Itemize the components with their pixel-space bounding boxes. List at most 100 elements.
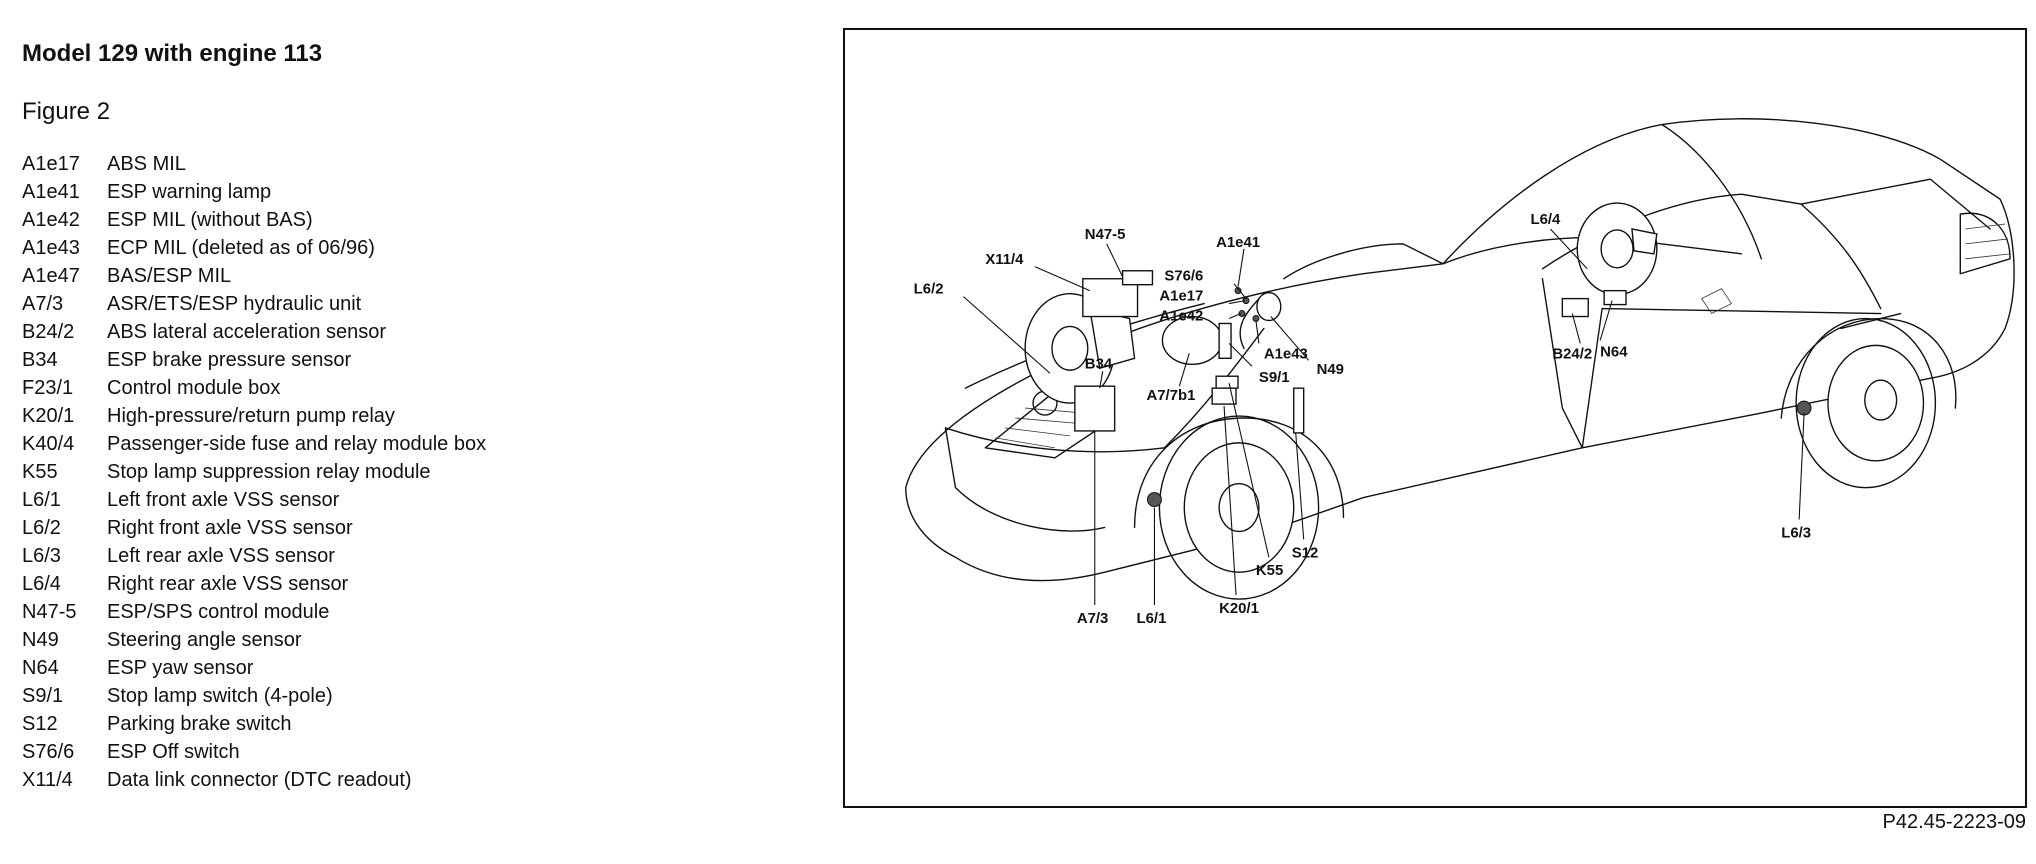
- legend-description: Left rear axle VSS sensor: [107, 545, 335, 567]
- legend-description: ESP Off switch: [107, 741, 240, 763]
- legend-code: F23/1: [22, 377, 74, 399]
- legend-code: A1e43: [22, 237, 80, 259]
- legend-description: High-pressure/return pump relay: [107, 405, 395, 427]
- car-diagram: N47-5 X11/4 L6/2 A1e41 S76/6 A1e17 A1e42…: [905, 118, 2015, 627]
- legend-item: F23/1 Control module box: [22, 374, 822, 402]
- legend-description: ABS MIL: [107, 153, 186, 175]
- legend-code: N49: [22, 629, 59, 651]
- label-k55: K55: [1256, 562, 1283, 579]
- a1e41-lamp-part: [1234, 287, 1242, 295]
- legend-code: K55: [22, 461, 58, 483]
- n64-sensor-part: [1603, 289, 1627, 306]
- legend-description: Data link connector (DTC readout): [107, 769, 412, 791]
- legend-item: A7/3 ASR/ETS/ESP hydraulic unit: [22, 290, 822, 318]
- legend-item: N47-5 ESP/SPS control module: [22, 598, 822, 626]
- legend-code: A1e41: [22, 181, 80, 203]
- label-x11-4: X11/4: [985, 251, 1024, 268]
- legend-code: B24/2: [22, 321, 75, 343]
- legend-description: BAS/ESP MIL: [107, 265, 232, 287]
- rear-right-rotor: [1576, 202, 1658, 296]
- label-a1e17: A1e17: [1159, 288, 1203, 305]
- legend-description: Parking brake switch: [107, 713, 292, 735]
- legend-description: ESP brake pressure sensor: [107, 349, 352, 371]
- label-s9-1: S9/1: [1259, 369, 1290, 386]
- n47-5-module-part: [1121, 270, 1154, 286]
- label-n64: N64: [1600, 343, 1628, 360]
- label-l6-4: L6/4: [1531, 211, 1562, 228]
- legend-item: A1e42 ESP MIL (without BAS): [22, 206, 822, 234]
- legend-item: L6/4 Right rear axle VSS sensor: [22, 570, 822, 598]
- legend-item: B34 ESP brake pressure sensor: [22, 346, 822, 374]
- label-a7-7b1: A7/7b1: [1146, 387, 1195, 404]
- legend-code: N64: [22, 657, 59, 679]
- legend-code: K40/4: [22, 433, 75, 455]
- legend-description: ECP MIL (deleted as of 06/96): [107, 237, 375, 259]
- legend-code: B34: [22, 349, 58, 371]
- legend-code: S12: [22, 713, 58, 735]
- legend-description: Steering angle sensor: [107, 629, 302, 651]
- legend-code: X11/4: [22, 769, 73, 791]
- diagram-frame: N47-5 X11/4 L6/2 A1e41 S76/6 A1e17 A1e42…: [843, 28, 2027, 808]
- label-a7-3: A7/3: [1077, 610, 1109, 627]
- legend-item: S76/6 ESP Off switch: [22, 738, 822, 766]
- legend-code: S76/6: [22, 741, 75, 763]
- legend-item: K55 Stop lamp suppression relay module: [22, 458, 822, 486]
- legend-panel: Model 129 with engine 113 Figure 2 A1e17…: [22, 40, 822, 794]
- legend-description: Right front axle VSS sensor: [107, 517, 353, 539]
- legend-description: ASR/ETS/ESP hydraulic unit: [107, 293, 362, 315]
- b24-2-sensor-part: [1561, 297, 1589, 318]
- legend-description: ESP warning lamp: [107, 181, 272, 203]
- label-l6-1: L6/1: [1137, 610, 1167, 627]
- legend-code: L6/3: [22, 545, 61, 567]
- label-l6-2: L6/2: [914, 281, 944, 298]
- k55-relay-part: [1215, 375, 1239, 389]
- legend-item: L6/2 Right front axle VSS sensor: [22, 514, 822, 542]
- label-n47-5: N47-5: [1085, 226, 1126, 243]
- legend-item: A1e43 ECP MIL (deleted as of 06/96): [22, 234, 822, 262]
- legend-item: N49 Steering angle sensor: [22, 626, 822, 654]
- k20-1-relay-part: [1211, 387, 1237, 405]
- legend-item: L6/3 Left rear axle VSS sensor: [22, 542, 822, 570]
- label-l6-3: L6/3: [1781, 524, 1811, 541]
- legend-code: L6/4: [22, 573, 61, 595]
- legend-code: A1e42: [22, 209, 80, 231]
- legend-description: ABS lateral acceleration sensor: [107, 321, 387, 343]
- label-s12: S12: [1292, 544, 1319, 561]
- front-left-wheel: [1146, 415, 1320, 600]
- legend-description: Stop lamp switch (4-pole): [107, 685, 333, 707]
- legend-description: Left front axle VSS sensor: [107, 489, 340, 511]
- legend-code: L6/1: [22, 489, 61, 511]
- legend-description: ESP yaw sensor: [107, 657, 254, 679]
- b34-sensor-part: [1074, 385, 1116, 432]
- legend-description: Stop lamp suppression relay module: [107, 461, 431, 483]
- label-b24-2: B24/2: [1552, 345, 1592, 362]
- leader-lines: [963, 228, 1805, 606]
- n49-sensor-part: [1256, 291, 1282, 322]
- legend-code: A7/3: [22, 293, 64, 315]
- rear-left-wheel: [1795, 317, 1937, 489]
- page-title: Model 129 with engine 113: [22, 40, 323, 67]
- figure-reference-number: P42.45-2223-09: [1882, 811, 2026, 833]
- legend-item: B24/2 ABS lateral acceleration sensor: [22, 318, 822, 346]
- figure-label: Figure 2: [22, 98, 111, 125]
- a1e42-lamp-part: [1238, 310, 1246, 318]
- legend-code: A1e47: [22, 265, 80, 287]
- label-a1e43: A1e43: [1264, 345, 1308, 362]
- legend-code: A1e17: [22, 153, 80, 175]
- legend-item: A1e17 ABS MIL: [22, 150, 822, 178]
- legend-description: Right rear axle VSS sensor: [107, 573, 349, 595]
- legend-item: A1e47 BAS/ESP MIL: [22, 262, 822, 290]
- legend-code: N47-5: [22, 601, 77, 623]
- legend-code: L6/2: [22, 517, 61, 539]
- s9-1-switch-part: [1218, 322, 1232, 360]
- label-a1e41: A1e41: [1216, 234, 1260, 251]
- s12-switch-part: [1293, 387, 1305, 434]
- legend-description: ESP/SPS control module: [107, 601, 330, 623]
- legend-code: K20/1: [22, 405, 75, 427]
- legend-item: N64 ESP yaw sensor: [22, 654, 822, 682]
- front-right-rotor: [1024, 292, 1136, 404]
- legend-description: Control module box: [107, 377, 281, 399]
- legend-description: ESP MIL (without BAS): [107, 209, 313, 231]
